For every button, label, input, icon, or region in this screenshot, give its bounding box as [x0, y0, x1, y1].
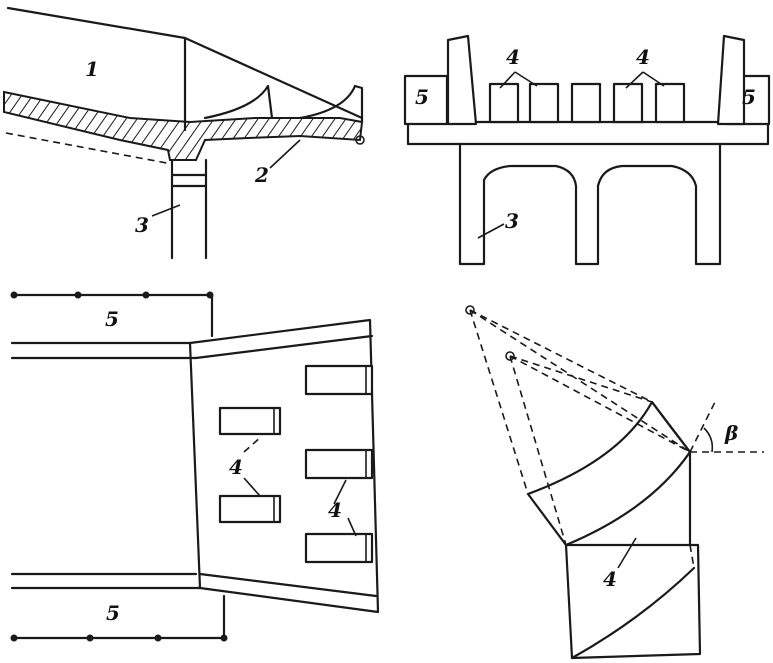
- label-5-left: 5: [415, 85, 429, 109]
- bearing-block-2: [528, 82, 560, 124]
- label-4-right: 4: [328, 498, 342, 522]
- panel-b-front-elevation: 4 4 5 5 3: [403, 34, 771, 266]
- dim-dot: [10, 634, 18, 642]
- bearing-block-1: [488, 82, 520, 124]
- lower-block-outline: [564, 543, 702, 660]
- dim-dot: [74, 291, 82, 299]
- bearing-pad-inner-bottom: [218, 494, 282, 524]
- panel-c-plan-view: 5 5 4 4: [10, 291, 380, 642]
- wing-wall-curve-left: [203, 84, 274, 120]
- bearing-pad-inner-top: [218, 406, 282, 436]
- bearing-block-4: [612, 82, 644, 124]
- slab-end-pin: [355, 135, 365, 145]
- label-4-center: 4: [229, 455, 243, 479]
- pier-column: [170, 158, 208, 260]
- lower-block-dashed-edge: [689, 544, 695, 569]
- abutment-skew-inner-curve: [564, 450, 692, 547]
- cap-beam: [406, 120, 770, 146]
- abutment-skew-top-face: [650, 400, 692, 454]
- leader-4-right-up: [333, 479, 347, 505]
- leader-4-left: [499, 71, 538, 89]
- bearing-pad-outer-1: [304, 364, 374, 396]
- post-left: [446, 34, 478, 126]
- post-right: [716, 34, 746, 126]
- leader-4-d: [617, 537, 637, 569]
- label-4-right: 4: [636, 45, 650, 69]
- leader-4-right: [625, 71, 665, 89]
- bearing-block-5: [654, 82, 686, 124]
- leader-4-solid: [243, 477, 261, 497]
- label-beta: β: [724, 421, 738, 445]
- label-5-top: 5: [105, 307, 119, 331]
- panel-a-side-section: 1 2 3: [3, 6, 365, 260]
- wing-wall-curve-right: [298, 84, 364, 124]
- bearing-pad-outer-3: [304, 532, 374, 564]
- abutment-plan-outline: [188, 318, 380, 614]
- label-1: 1: [85, 57, 99, 81]
- beta-angle-arc: [703, 427, 714, 453]
- bearing-block-3: [570, 82, 602, 124]
- transition-slab-hatched: [3, 90, 364, 161]
- leader-4-right-down: [347, 517, 357, 537]
- label-3: 3: [135, 213, 149, 237]
- label-4-left: 4: [506, 45, 520, 69]
- dim-dot: [142, 291, 150, 299]
- panel-d-skew-plan: 4 β: [465, 305, 764, 660]
- girder-bottom-lines: [10, 572, 202, 590]
- dim-dot: [220, 634, 228, 642]
- bearing-pad-outer-2: [304, 448, 374, 480]
- dim-dot: [206, 291, 214, 299]
- label-2: 2: [254, 163, 269, 187]
- lower-block-curve: [570, 566, 696, 660]
- leader-3b: [477, 223, 505, 239]
- pivot-point-outer: [465, 305, 475, 315]
- dim-dot: [10, 291, 18, 299]
- girder-top-lines: [10, 341, 198, 360]
- dim-dot: [154, 634, 162, 642]
- radial-dashed-lines: [469, 309, 691, 546]
- ground-dashed-line: [5, 132, 173, 165]
- abutment-inner-lines: [194, 334, 378, 598]
- label-4-d: 4: [603, 567, 617, 591]
- label-5-right: 5: [742, 85, 756, 109]
- pier-frame: [458, 142, 722, 266]
- dim-dot: [86, 634, 94, 642]
- skew-direction-dashed: [689, 399, 717, 453]
- pivot-point-inner: [505, 351, 515, 361]
- leader-2: [269, 139, 301, 169]
- leader-3: [151, 204, 181, 217]
- label-5-bottom: 5: [106, 601, 120, 625]
- leader-4-dashed: [243, 435, 263, 453]
- label-3b: 3: [505, 209, 519, 233]
